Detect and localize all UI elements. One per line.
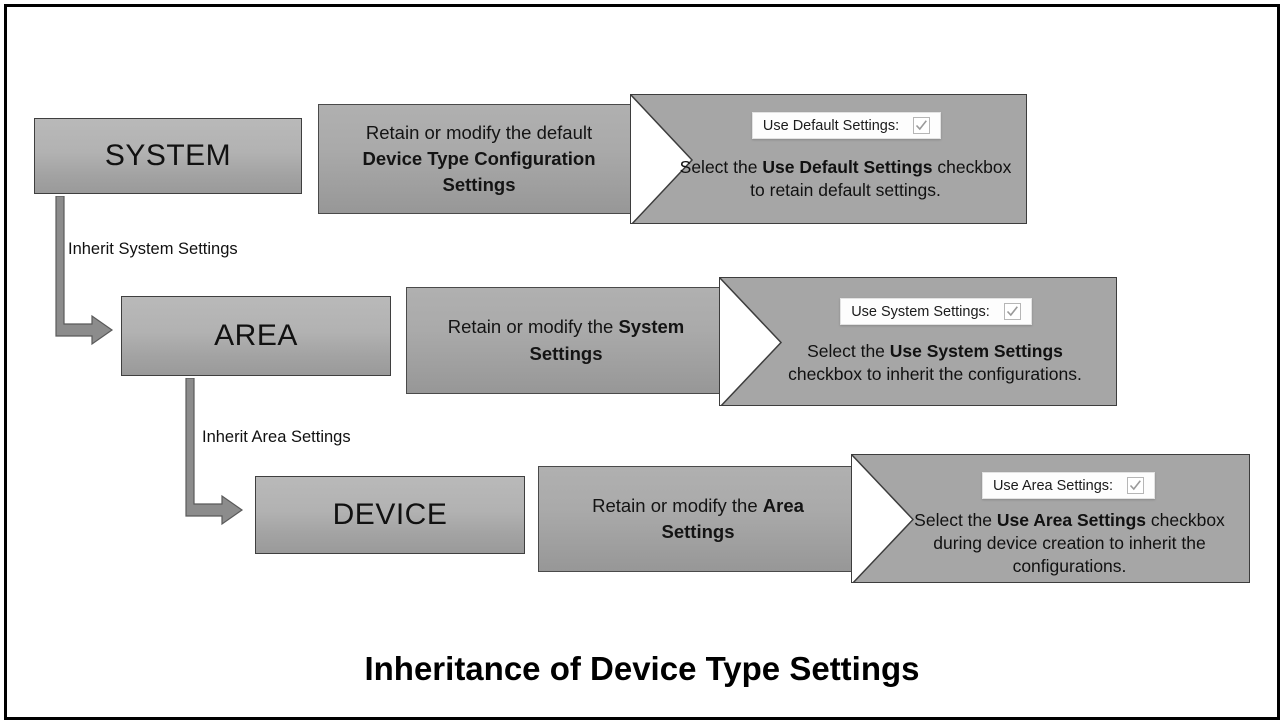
callout-text-bold-device: Use Area Settings xyxy=(996,510,1147,530)
instruction-plain-device: Retain or modify the xyxy=(592,494,763,516)
callout-text-after-system: checkbox to retain default settings. xyxy=(750,157,1012,200)
connector-system-to-area xyxy=(55,196,114,346)
callout-text-bold-area: Use System Settings xyxy=(889,341,1063,361)
callout-content-device: Use Area Settings: Select the Use Area S… xyxy=(852,455,1249,582)
instruction-bold-device: Area Settings xyxy=(661,494,804,542)
connector-label-text-1: Inherit System Settings xyxy=(68,240,238,258)
checkbox-use-area-settings[interactable] xyxy=(1127,477,1145,494)
instruction-panel-device: Retain or modify the Area Settings xyxy=(538,466,858,572)
instruction-plain-area: Retain or modify the xyxy=(447,316,619,338)
callout-text-after-device: checkbox during device creation to inher… xyxy=(933,510,1225,576)
checkbox-use-default-settings[interactable] xyxy=(913,117,931,134)
callout-panel-system: Use Default Settings: Select the Use Def… xyxy=(630,94,1027,224)
callout-text-after-area: checkbox to inherit the configurations. xyxy=(788,363,1082,384)
check-icon xyxy=(916,120,928,131)
entity-label-device: DEVICE xyxy=(332,498,448,531)
checkbox-row-use-default-settings[interactable]: Use Default Settings: xyxy=(751,112,942,139)
callout-text-device: Select the Use Area Settings checkbox du… xyxy=(852,509,1249,577)
callout-content-system: Use Default Settings: Select the Use Def… xyxy=(631,95,1026,223)
instruction-bold-area: System Settings xyxy=(529,316,685,364)
callout-text-area: Select the Use System Settings checkbox … xyxy=(720,340,1116,386)
connector-area-to-device xyxy=(185,378,244,526)
callout-panel-device: Use Area Settings: Select the Use Area S… xyxy=(851,454,1250,583)
instruction-panel-system: Retain or modify the default Device Type… xyxy=(318,104,640,214)
callout-panel-area: Use System Settings: Select the Use Syst… xyxy=(719,277,1117,406)
callout-notch-shape-system xyxy=(631,95,694,223)
checkbox-label-use-default-settings: Use Default Settings: xyxy=(762,117,900,134)
check-icon xyxy=(1129,480,1141,491)
callout-notch-shape-device xyxy=(852,455,915,582)
entity-label-area: AREA xyxy=(214,319,298,352)
instruction-text-area: Retain or modify the System Settings xyxy=(423,314,709,367)
connector-label-area-to-device: Inherit Area Settings xyxy=(202,428,351,447)
entity-box-area: AREA xyxy=(121,296,391,376)
figure-title: Inheritance of Device Type Settings xyxy=(364,650,920,687)
connector-label-text-2: Inherit Area Settings xyxy=(202,428,351,446)
instruction-plain-system: Retain or modify the default xyxy=(365,121,593,143)
checkbox-label-use-system-settings: Use System Settings: xyxy=(851,303,990,320)
instruction-text-system: Retain or modify the default Device Type… xyxy=(335,120,623,199)
callout-text-bold-system: Use Default Settings xyxy=(762,157,933,177)
checkbox-use-system-settings[interactable] xyxy=(1003,303,1021,320)
instruction-bold-system: Device Type Configuration Settings xyxy=(362,147,596,196)
connector-label-system-to-area: Inherit System Settings xyxy=(68,240,238,259)
checkbox-label-use-area-settings: Use Area Settings: xyxy=(992,477,1114,494)
callout-content-area: Use System Settings: Select the Use Syst… xyxy=(720,278,1116,405)
callout-text-before-device: Select the xyxy=(914,510,997,530)
instruction-text-device: Retain or modify the Area Settings xyxy=(555,493,841,546)
callout-text-system: Select the Use Default Settings checkbox… xyxy=(631,156,1026,202)
entity-label-system: SYSTEM xyxy=(104,139,232,172)
checkbox-row-use-system-settings[interactable]: Use System Settings: xyxy=(840,298,1032,325)
callout-text-before-system: Select the xyxy=(679,157,763,177)
callout-notch-shape-area xyxy=(720,278,783,405)
callout-text-before-area: Select the xyxy=(807,341,890,361)
checkbox-row-use-area-settings[interactable]: Use Area Settings: xyxy=(981,472,1156,499)
entity-box-system: SYSTEM xyxy=(34,118,302,194)
check-icon xyxy=(1006,306,1018,317)
entity-box-device: DEVICE xyxy=(255,476,525,554)
instruction-panel-area: Retain or modify the System Settings xyxy=(406,287,726,394)
